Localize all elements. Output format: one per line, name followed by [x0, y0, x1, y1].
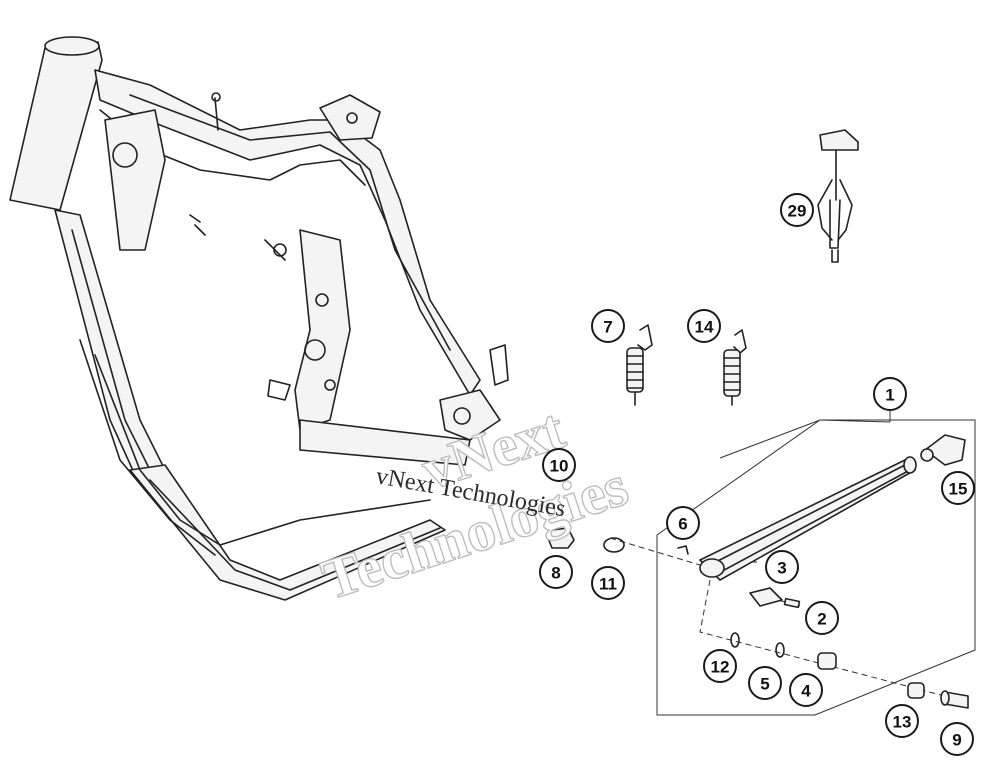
callout-5: 5 [748, 666, 782, 700]
callout-label: 2 [817, 610, 826, 629]
circlip-12 [730, 632, 740, 648]
circlip-5 [775, 642, 785, 658]
callout-14: 14 [687, 309, 721, 343]
steering-head-tube [9, 41, 103, 211]
nut-8 [547, 527, 575, 549]
front-down-tube [54, 209, 166, 476]
callout-3: 3 [765, 550, 799, 584]
callout-label: 7 [603, 318, 612, 337]
front-gusset [104, 109, 166, 251]
callout-label: 5 [760, 675, 769, 694]
callout-15: 15 [941, 471, 975, 505]
bushing-13 [907, 682, 925, 699]
stand-foot [924, 434, 966, 466]
callout-label: 10 [550, 457, 569, 476]
side-stand-leg [699, 459, 916, 581]
callout-11: 11 [591, 566, 625, 600]
callout-label: 1 [885, 386, 894, 405]
washer-11 [603, 537, 625, 553]
spring-14 [723, 329, 747, 406]
callout-4: 4 [789, 673, 823, 707]
callout-2: 2 [805, 601, 839, 635]
callout-7: 7 [591, 309, 625, 343]
callout-label: 8 [551, 564, 560, 583]
callout-label: 4 [801, 682, 811, 701]
callout-label: 9 [952, 731, 961, 750]
spring-7 [626, 324, 653, 406]
callout-label: 3 [777, 559, 786, 578]
top-mount-bracket [319, 94, 381, 141]
clip-6 [677, 545, 689, 555]
callout-29: 29 [780, 193, 814, 227]
callout-label: 11 [599, 575, 617, 594]
stand-pivot-eye [699, 558, 725, 578]
callout-label: 15 [949, 480, 968, 499]
rear-crossmember [299, 419, 471, 466]
callout-label: 6 [678, 515, 687, 534]
spring-bracket [749, 587, 783, 607]
head-tube-top [44, 36, 100, 56]
callout-label: 14 [695, 318, 714, 337]
bushing-4 [817, 652, 837, 670]
swingarm-pivot-plate [294, 229, 351, 431]
callout-12: 12 [703, 649, 737, 683]
callout-8: 8 [539, 555, 573, 589]
callout-9: 9 [940, 722, 974, 756]
side-stand-assembly [547, 408, 976, 716]
callout-label: 12 [711, 658, 730, 677]
spring-hook-tool [817, 129, 859, 263]
motorcycle-frame [9, 36, 509, 601]
callout-1: 1 [873, 377, 907, 411]
callout-13: 13 [885, 704, 919, 738]
lower-cradle-rail [129, 464, 446, 601]
callout-label: 13 [893, 713, 912, 732]
callout-label: 29 [788, 202, 807, 221]
callout-10: 10 [542, 448, 576, 482]
top-main-tube [94, 69, 481, 396]
callout-6: 6 [666, 506, 700, 540]
